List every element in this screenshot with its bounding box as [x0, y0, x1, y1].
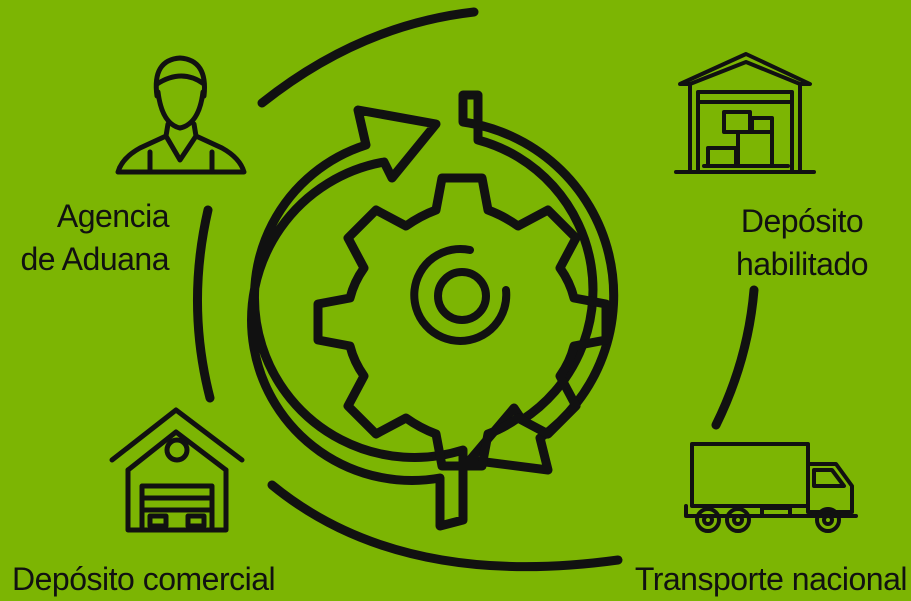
outer-ring-arc-bottom	[267, 480, 623, 572]
outer-ring-arc-left	[193, 205, 215, 403]
outer-ring-arc-top	[257, 7, 479, 108]
arrow-right-lower	[458, 90, 619, 475]
outer-ring-arc-right	[711, 285, 759, 430]
warehouse-icon	[674, 52, 816, 174]
person-icon	[115, 55, 247, 175]
label-deposito-habilitado-line-2: habilitado	[736, 246, 869, 282]
label-deposito-comercial-line-1: Depósito comercial	[12, 561, 276, 597]
label-transporte-nacional-line-1: Transporte nacional	[634, 561, 908, 597]
cycle-arrows-icon	[247, 90, 619, 531]
outer-ring	[193, 7, 759, 572]
gear-hub	[434, 268, 490, 324]
label-deposito-comercial: Depósito comercial	[12, 558, 276, 601]
label-agencia-de-aduana: Agencia de Aduana	[20, 195, 169, 281]
house-garage-icon	[109, 407, 245, 533]
label-agencia-line-2: de Aduana	[20, 241, 169, 277]
truck-icon	[684, 442, 858, 533]
label-deposito-habilitado: Depósito habilitado	[722, 200, 882, 286]
arrow-left-upper	[247, 105, 468, 531]
gear-outline	[313, 173, 611, 471]
label-deposito-habilitado-line-1: Depósito	[740, 203, 864, 239]
gear-inner-swirl	[410, 244, 511, 345]
label-agencia-line-1: Agencia	[56, 198, 170, 234]
label-transporte-nacional: Transporte nacional	[634, 558, 908, 601]
gear-cycle-icon	[313, 173, 611, 471]
